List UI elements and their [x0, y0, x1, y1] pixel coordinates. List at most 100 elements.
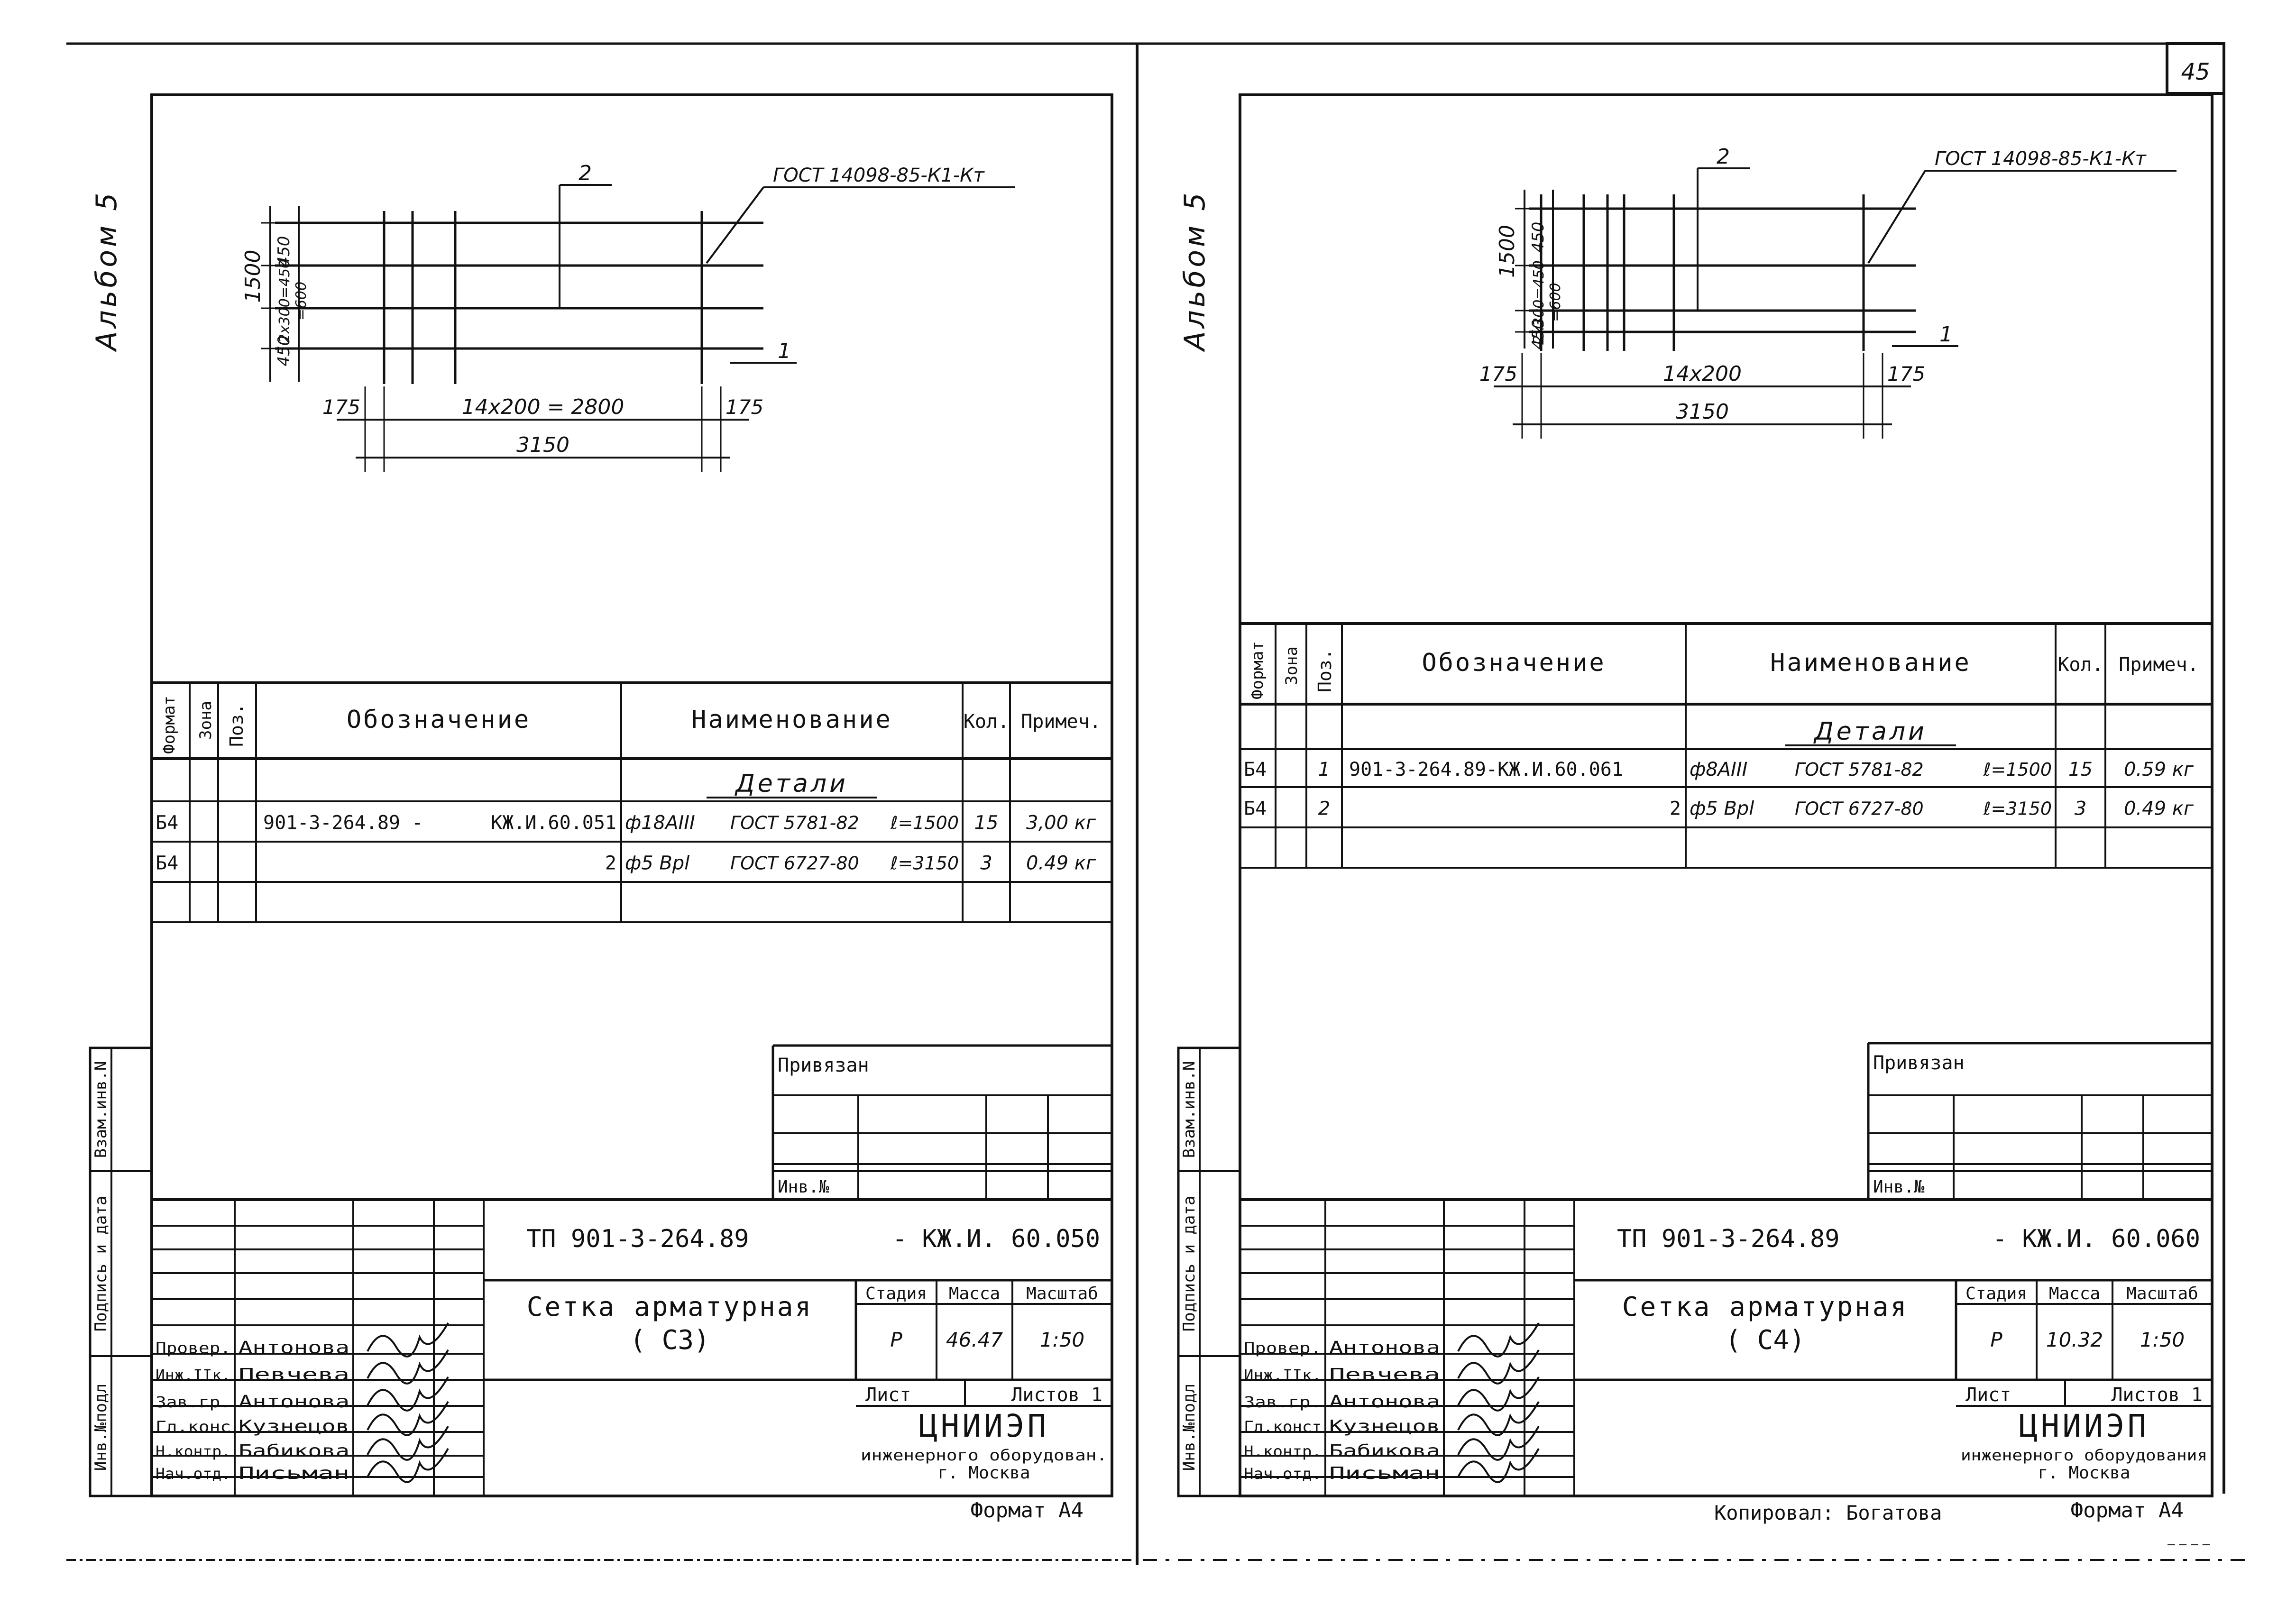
person-name: Антонова — [1329, 1392, 1440, 1412]
signature — [1457, 1448, 1540, 1483]
callout-2: 2 — [1717, 145, 1730, 169]
cell-pos: 2 — [1318, 798, 1330, 820]
header-stage: Стадия — [1965, 1284, 2027, 1303]
header-mass: Масса — [2049, 1284, 2100, 1303]
dim-span-label: 14х200 = 2800 — [462, 395, 625, 419]
dim-right-label: 175 — [726, 395, 763, 419]
person-name: Антонова — [239, 1338, 349, 1358]
role-label: Инж.IIк. — [156, 1366, 231, 1384]
inventory-number-label: Инв.№ — [778, 1177, 829, 1197]
signature — [1457, 1376, 1540, 1412]
signature — [367, 1426, 449, 1461]
cell-format: Б4 — [1244, 759, 1267, 780]
col-header-format: Формат — [1248, 641, 1267, 699]
binding-label: Привязан — [778, 1055, 869, 1076]
person-name: Письман — [1329, 1464, 1440, 1483]
value-scale: 1:50 — [1040, 1328, 1084, 1351]
sheet-label: Лист — [1965, 1384, 2011, 1406]
callout-1: 1 — [778, 339, 791, 363]
document-code-suffix: - КЖ.И. 60.060 — [1993, 1225, 2200, 1253]
side-stamp-replace-inv: Взам.инв.N — [1180, 1061, 1199, 1158]
col-header-name: Наименование — [1770, 649, 1971, 677]
cell-name-bar: ф18АIII — [625, 812, 695, 834]
dim-bottom-label: 450 — [275, 336, 294, 367]
format-label: Формат А4 — [2071, 1498, 2184, 1523]
role-label: Нач.отд. — [1244, 1465, 1322, 1483]
side-stamp-inv-original: Инв.№подл — [1180, 1384, 1199, 1471]
dim-mid2-label: =600 — [1547, 283, 1564, 321]
cell-format: Б4 — [156, 853, 178, 874]
value-mass: 46.47 — [946, 1328, 1003, 1351]
dim-top-label: 450 — [275, 236, 294, 267]
inventory-number-label: Инв.№ — [1873, 1177, 1925, 1197]
col-header-zone: Зона — [1282, 646, 1301, 685]
organization-name: ЦНИИЭП — [919, 1408, 1049, 1444]
role-label: Провер. — [1244, 1339, 1322, 1357]
archive-mark: _ _ _ _ — [2167, 1529, 2210, 1546]
header-mass: Масса — [949, 1284, 1000, 1303]
person-name: Певчева — [239, 1365, 349, 1385]
side-stamp-signature-date: Подпись и дата — [1180, 1196, 1199, 1332]
cell-name-length: ℓ=3150 — [890, 853, 959, 874]
cell-designation-suffix: КЖ.И.60.051 — [491, 812, 616, 834]
album-label: Альбом 5 — [90, 190, 123, 353]
dim-total-label: 3150 — [516, 433, 569, 457]
page-number: 45 — [2181, 59, 2210, 85]
cell-note: 0.49 кг — [1026, 853, 1096, 874]
person-name: Антонова — [239, 1392, 349, 1412]
signature — [1457, 1426, 1540, 1461]
cell-name-gost: ГОСТ 5781-82 — [1795, 759, 1924, 780]
organization-subtitle: инженерного оборудован. — [861, 1446, 1107, 1464]
cell-qty: 15 — [974, 812, 999, 834]
cell-designation-suffix: 2 — [605, 853, 616, 874]
drawing-mark: ( С4) — [1725, 1325, 1805, 1356]
cell-designation-suffix: 2 — [1670, 798, 1681, 820]
dim-mid-label: 2х300=450 — [276, 259, 293, 343]
signature — [367, 1376, 449, 1412]
cell-name-gost: ГОСТ 6727-80 — [1795, 798, 1924, 819]
cell-note: 3,00 кг — [1026, 812, 1096, 834]
callout-1: 1 — [1939, 322, 1953, 347]
drawing-title: Сетка арматурная — [1622, 1292, 1908, 1322]
leader-line — [1867, 170, 1926, 264]
role-label: Зав.гр. — [156, 1393, 231, 1411]
cell-designation: 901-3-264.89 - — [263, 812, 423, 834]
role-label: Гл.конс — [156, 1418, 231, 1436]
col-header-note: Примеч. — [1021, 711, 1101, 733]
signature — [367, 1349, 449, 1385]
cell-name-length: ℓ=1500 — [890, 813, 959, 834]
header-scale: Масштаб — [1026, 1284, 1098, 1303]
cell-note: 0.59 кг — [2124, 759, 2194, 780]
section-title-details: Детали — [735, 770, 848, 798]
cell-name-gost: ГОСТ 6727-80 — [730, 853, 859, 874]
document-code: ТП 901-3-264.89 — [526, 1225, 749, 1253]
person-name: Кузнецов — [239, 1417, 349, 1436]
col-header-designation: Обозначение — [347, 706, 531, 734]
cell-format: Б4 — [156, 812, 178, 834]
dim-height-label: 1500 — [1495, 225, 1519, 278]
signature — [1457, 1401, 1540, 1436]
col-header-zone: Зона — [196, 701, 215, 740]
col-header-qty: Кол. — [964, 711, 1009, 733]
binding-label: Привязан — [1873, 1052, 1965, 1074]
value-stage: Р — [890, 1328, 902, 1351]
role-label: Провер. — [156, 1339, 231, 1357]
col-header-name: Наименование — [691, 706, 892, 734]
cell-name-bar: ф8АIII — [1690, 759, 1747, 780]
side-stamp-signature-date: Подпись и дата — [92, 1196, 110, 1332]
cell-name-bar: ф5 Bpl — [625, 853, 689, 874]
role-label: Инж.IIк. — [1244, 1366, 1322, 1384]
dim-height-label: 1500 — [241, 250, 265, 303]
gost-weld-label: ГОСТ 14098-85-К1-Кт — [1935, 148, 2147, 170]
cell-note: 0.49 кг — [2124, 798, 2194, 820]
cell-name-length: ℓ=1500 — [1983, 759, 2052, 780]
